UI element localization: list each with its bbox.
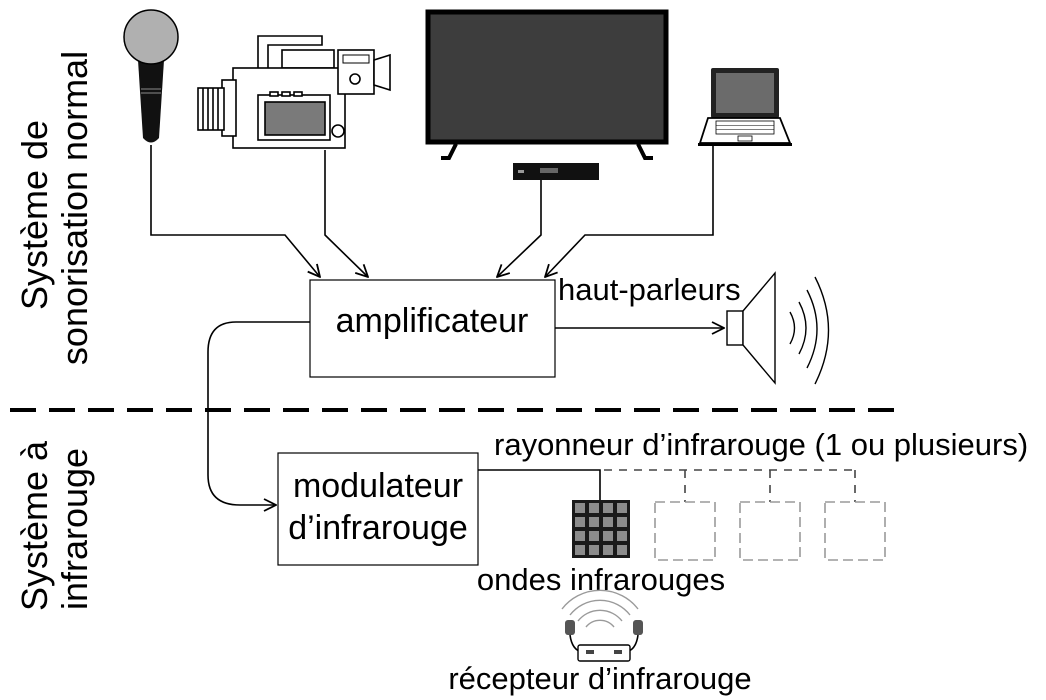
section-label-line1: Système à bbox=[14, 440, 55, 611]
radiator-emitter-cell bbox=[603, 517, 613, 527]
set-top-box-connection bbox=[497, 180, 542, 277]
radiator-emitter-cell bbox=[617, 503, 627, 513]
modulator-connection bbox=[207, 321, 310, 505]
radiator-label: rayonneur d’infrarouge (1 ou plusieurs) bbox=[494, 427, 1028, 462]
microphone-icon bbox=[123, 9, 179, 143]
radiator-emitter-grid bbox=[575, 503, 627, 555]
radiator-emitter-cell bbox=[603, 531, 613, 541]
infrared-modulator-box: modulateur d’infrarouge bbox=[277, 452, 479, 566]
infrared-waves-label: ondes infrarouges bbox=[477, 562, 725, 597]
laptop-icon bbox=[698, 68, 792, 146]
section-label-line2: infrarouge bbox=[54, 448, 95, 610]
infrared-waves-icon bbox=[561, 589, 639, 628]
modulator-label-line1: modulateur bbox=[293, 467, 463, 505]
radiator-emitter-cell bbox=[589, 517, 599, 527]
speakers-label: haut-parleurs bbox=[558, 272, 741, 307]
radiator-emitter-cell bbox=[575, 517, 585, 527]
radiator-emitter-cell bbox=[589, 531, 599, 541]
receiver-label: récepteur d’infrarouge bbox=[448, 661, 751, 696]
loudspeaker-icon bbox=[726, 271, 830, 385]
amplifier-box: amplificateur bbox=[309, 279, 556, 378]
section-infrared-system-label: Système à infrarouge bbox=[14, 440, 95, 611]
radiator-emitter-cell bbox=[575, 503, 585, 513]
radiator-emitter-cell bbox=[589, 545, 599, 555]
optional-radiator-placeholder bbox=[654, 501, 716, 561]
optional-radiator-placeholder bbox=[824, 501, 886, 561]
radiator-emitter-cell bbox=[617, 545, 627, 555]
camera-connection bbox=[324, 150, 368, 277]
radiator-emitter-cell bbox=[617, 531, 627, 541]
section-label-line1: Système de bbox=[14, 120, 55, 310]
optional-radiator-wiring bbox=[604, 469, 856, 502]
microphone-connection bbox=[150, 145, 320, 277]
section-label-line2: sonorisation normal bbox=[54, 51, 95, 365]
video-camera-icon bbox=[197, 35, 391, 149]
amplifier-label: amplificateur bbox=[336, 302, 529, 340]
radiator-emitter-cell bbox=[603, 503, 613, 513]
laptop-connection bbox=[545, 145, 714, 277]
radiator-emitter-cell bbox=[575, 531, 585, 541]
optional-radiator-placeholder bbox=[739, 501, 801, 561]
radiator-emitter-cell bbox=[589, 503, 599, 513]
headset-receiver-icon bbox=[565, 620, 643, 662]
radiator-emitter-cell bbox=[617, 517, 627, 527]
radiator-emitter-cell bbox=[603, 545, 613, 555]
television-icon bbox=[425, 9, 669, 160]
radiator-emitter-cell bbox=[575, 545, 585, 555]
radiator-connection bbox=[478, 469, 601, 500]
modulator-label-line2: d’infrarouge bbox=[288, 509, 468, 547]
infrared-radiator-icon bbox=[572, 500, 630, 558]
set-top-box-icon bbox=[513, 163, 599, 180]
section-normal-sound-system-label: Système de sonorisation normal bbox=[14, 51, 95, 365]
